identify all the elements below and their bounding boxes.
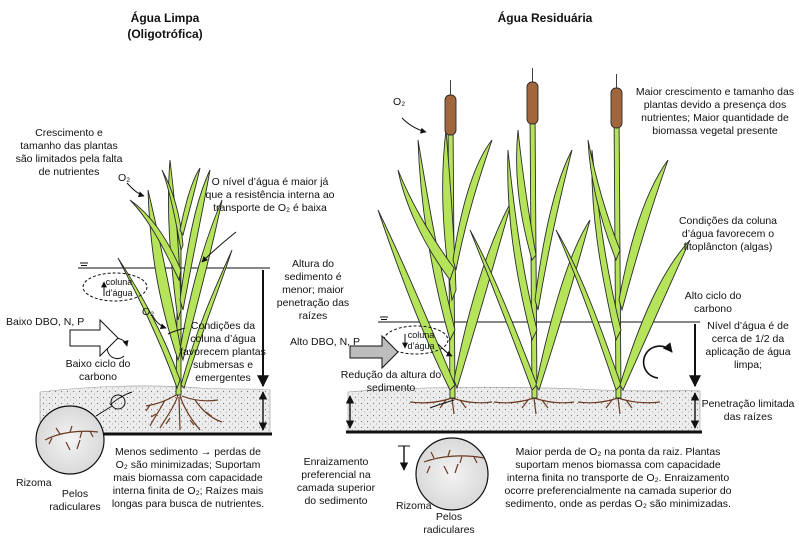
left-growth-note: Crescimento e tamanho das plantas são li… — [14, 127, 124, 179]
right-sediment-reduction: Redução da altura do sedimento — [336, 369, 446, 395]
left-o2-lower-label: O₂ — [142, 306, 154, 319]
right-growth-note: Maior crescimento e tamanho das plantas … — [634, 86, 796, 138]
right-title: Água Residuária — [470, 11, 620, 26]
right-penetration-note: Penetração limitada das raízes — [700, 398, 796, 424]
left-sediment-height-note: Altura do sedimento é menor; maior penet… — [268, 258, 358, 323]
left-water-column-label: coluna d’água — [96, 277, 142, 299]
right-o2-label: O₂ — [393, 96, 405, 109]
right-carbon-cycle: Alto ciclo do carbono — [668, 290, 758, 316]
right-plants — [378, 110, 690, 398]
left-water-level-note: O nível d’água é maior já que a resistên… — [205, 176, 335, 215]
left-subtitle: (Oligotrófica) — [100, 27, 230, 42]
right-root-hairs-label: Pelos radiculares — [414, 511, 484, 537]
left-input-label: Baixo DBO, N, P — [6, 316, 84, 329]
right-water-level-note: Nível d’água é de cerca de 1/2 da aplica… — [700, 320, 796, 372]
right-input-label: Alto DBO, N, P — [290, 336, 360, 349]
right-rooting-note: Enraizamento preferencial na camada supe… — [290, 456, 382, 508]
right-water-column-label: coluna d’água — [398, 330, 444, 352]
left-root-hairs-label: Pelos radiculares — [40, 488, 110, 514]
left-bottom-note: Menos sedimento → perdas de O₂ são minim… — [108, 446, 268, 511]
right-bottom-note: Maior perda de O₂ na ponta da raiz. Plan… — [498, 446, 738, 511]
left-o2-label: O₂ — [118, 172, 130, 185]
left-column-conditions: Condições da coluna d’água favorecem pla… — [180, 320, 266, 385]
left-title: Água Limpa — [100, 11, 230, 26]
left-carbon-cycle: Baixo ciclo do carbono — [58, 358, 138, 384]
right-column-conditions: Condições da coluna d’água favorecem o f… — [664, 215, 792, 254]
